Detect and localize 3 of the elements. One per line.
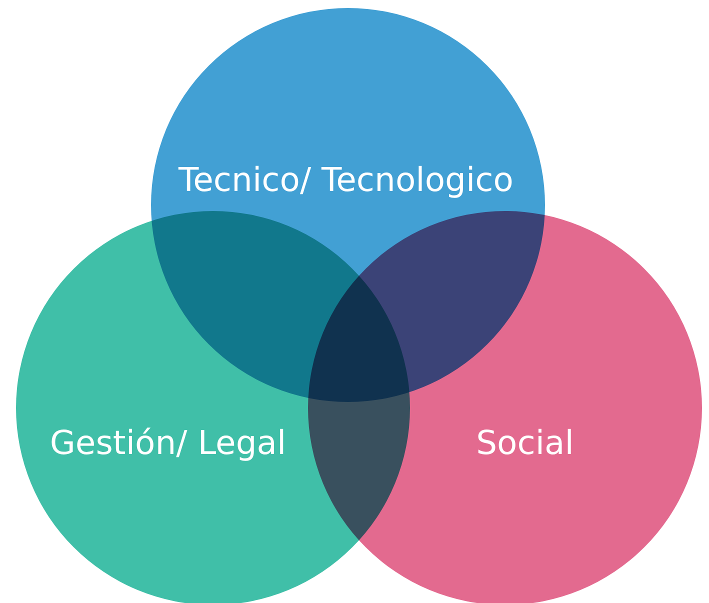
circle-label: Tecnico/ Tecnologico <box>178 160 514 200</box>
circle-label: Social <box>476 423 574 463</box>
circle-label: Gestión/ Legal <box>50 423 286 463</box>
